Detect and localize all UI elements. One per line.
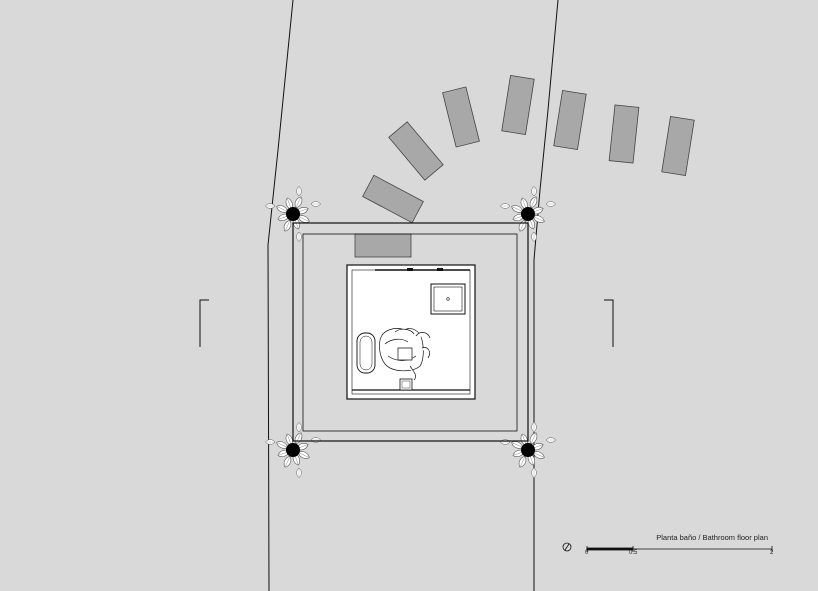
north-arrow-icon bbox=[562, 542, 572, 552]
bathtub bbox=[356, 332, 376, 374]
stepping-stone bbox=[388, 121, 444, 181]
boundary-lines bbox=[267, 0, 559, 591]
person-figure bbox=[379, 328, 431, 381]
sink bbox=[399, 378, 413, 391]
column bbox=[286, 443, 300, 457]
columns bbox=[286, 207, 535, 457]
drain-icon bbox=[446, 297, 450, 301]
stepping-stone bbox=[553, 90, 587, 150]
drawing-caption: Planta baño / Bathroom floor plan bbox=[656, 533, 768, 542]
stepping-stone bbox=[362, 174, 424, 224]
column bbox=[521, 443, 535, 457]
stepping-stone bbox=[442, 86, 480, 148]
section-marker-left bbox=[199, 299, 209, 347]
scale-bar bbox=[586, 546, 773, 552]
column bbox=[521, 207, 535, 221]
boundary-line-right bbox=[533, 0, 559, 591]
scale-tick-label: 0.5 bbox=[629, 550, 638, 556]
stepping-stone bbox=[354, 233, 412, 258]
pavilion-frame bbox=[292, 222, 529, 442]
roof-outline bbox=[292, 222, 529, 442]
scale-tick-label: 0 bbox=[585, 550, 589, 556]
shower-tray bbox=[430, 283, 466, 315]
boundary-line-left bbox=[267, 0, 294, 591]
scale-tick-label: 2 bbox=[770, 550, 774, 556]
section-markers bbox=[199, 299, 614, 347]
stepping-stone bbox=[608, 104, 640, 164]
stepping-stone bbox=[501, 75, 535, 135]
column bbox=[286, 207, 300, 221]
stepping-stone bbox=[661, 116, 695, 176]
deck-outline bbox=[302, 233, 518, 432]
section-marker-right bbox=[604, 299, 614, 347]
stepping-stones bbox=[354, 75, 695, 258]
